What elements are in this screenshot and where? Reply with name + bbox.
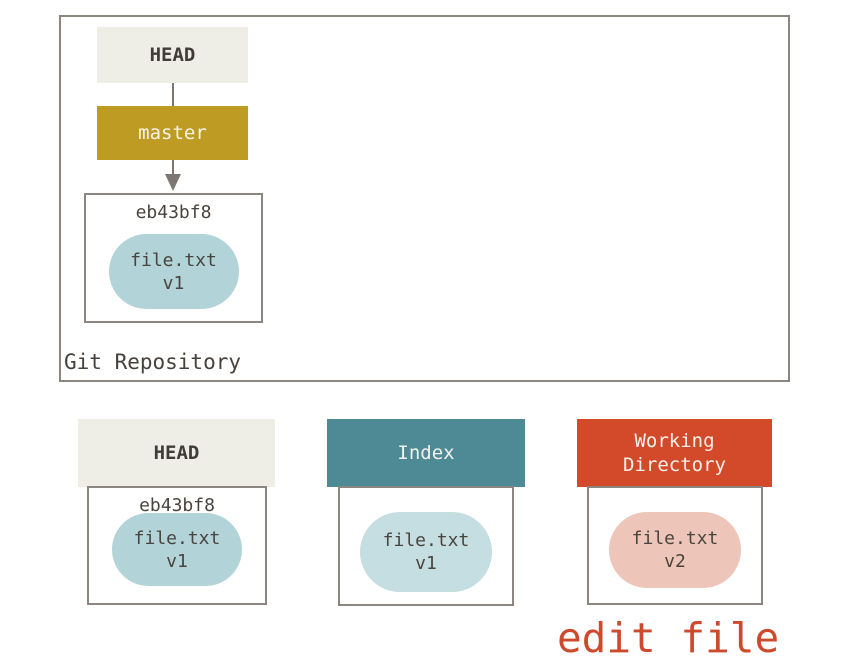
connector-line-head-master <box>172 83 174 106</box>
head-pointer-label: HEAD <box>149 44 196 66</box>
working-directory-column-box: file.txt v2 <box>587 486 763 605</box>
index-column-box: file.txt v1 <box>338 486 514 606</box>
file-name: file.txt <box>133 527 221 549</box>
file-snapshot-pill: file.txt v1 <box>108 234 239 309</box>
working-directory-column-header: Working Directory <box>577 419 772 487</box>
index-file-pill: file.txt v1 <box>360 512 492 592</box>
file-version: v1 <box>162 272 185 294</box>
file-version: v2 <box>664 551 686 572</box>
head-pointer-box: HEAD <box>97 27 248 83</box>
file-version: v1 <box>415 553 437 574</box>
working-file-pill: file.txt v2 <box>609 512 741 588</box>
master-branch-box: master <box>97 106 248 160</box>
file-name: file.txt <box>631 528 719 549</box>
head-file-pill: file.txt v1 <box>112 513 242 586</box>
commit-hash: eb43bf8 <box>135 202 212 223</box>
connector-line-master-commit <box>172 160 174 175</box>
head-column-header: HEAD <box>78 419 275 487</box>
working-directory-column-title: Working Directory <box>623 430 726 476</box>
file-name: file.txt <box>382 530 470 551</box>
edit-file-annotation: edit file <box>557 614 780 662</box>
commit-box: eb43bf8 file.txt v1 <box>84 193 263 323</box>
file-name: file.txt <box>130 249 217 271</box>
head-column-title: HEAD <box>153 442 200 464</box>
file-version: v1 <box>166 550 188 572</box>
git-repository-label: Git Repository <box>64 350 242 374</box>
head-column-box: eb43bf8 file.txt v1 <box>87 486 267 605</box>
arrow-down-icon <box>165 174 181 191</box>
index-column-title: Index <box>397 442 455 464</box>
master-branch-label: master <box>138 122 207 144</box>
index-column-header: Index <box>327 419 525 487</box>
head-column-hash: eb43bf8 <box>139 495 215 516</box>
